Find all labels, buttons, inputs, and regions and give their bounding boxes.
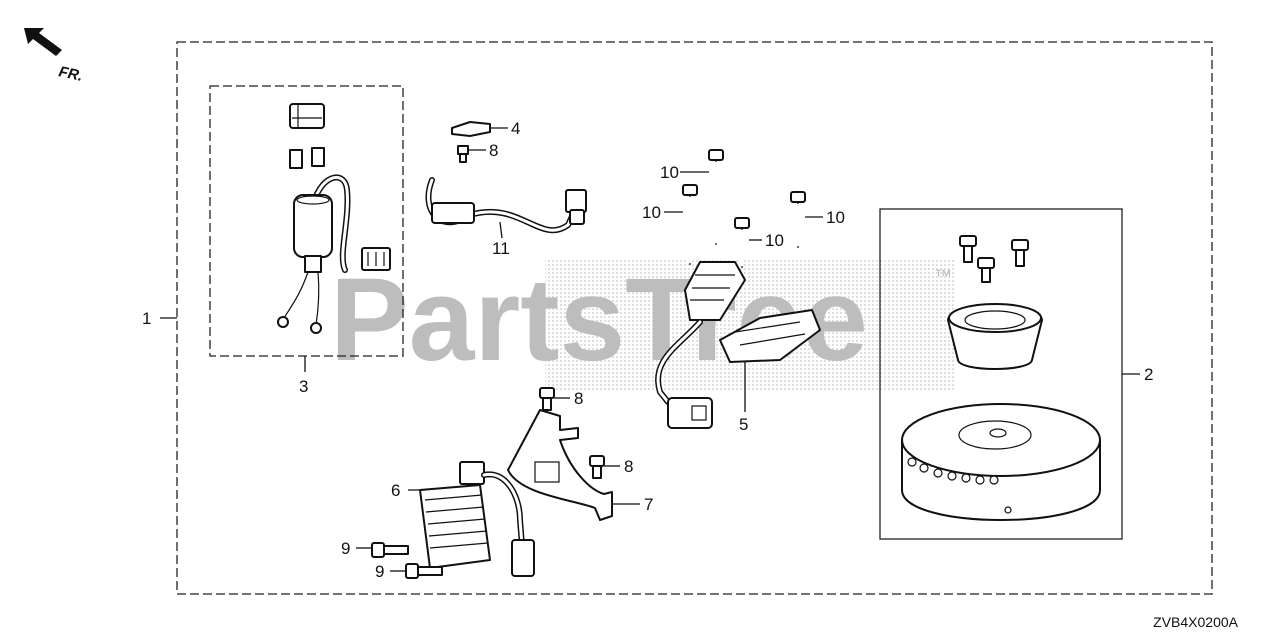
callout-9-upper: 9 xyxy=(341,539,350,558)
callout-1: 1 xyxy=(142,309,151,328)
clamp-4 xyxy=(451,121,491,137)
arrow-front-icon xyxy=(24,28,62,56)
callout-8-mid: 8 xyxy=(574,389,583,408)
diagram-code: ZVB4X0200A xyxy=(1153,614,1238,630)
callout-11: 11 xyxy=(492,239,510,258)
bolt-10-b xyxy=(682,184,698,265)
callout-10-a: 10 xyxy=(660,163,679,182)
callout-10-c: 10 xyxy=(765,231,784,250)
watermark-trademark: ™ xyxy=(934,266,952,286)
callout-4: 4 xyxy=(511,119,520,138)
callout-6: 6 xyxy=(391,481,400,500)
callout-9-lower: 9 xyxy=(375,562,384,581)
bolt-10-d xyxy=(790,191,806,248)
callout-2: 2 xyxy=(1144,365,1153,384)
fuse-cable-assembly-3 xyxy=(277,103,391,334)
callout-3: 3 xyxy=(299,377,308,396)
bolt-8-low xyxy=(589,455,605,479)
callout-8-low: 8 xyxy=(624,457,633,476)
callout-10-b: 10 xyxy=(642,203,661,222)
callout-7: 7 xyxy=(644,495,653,514)
stator-5 xyxy=(655,261,821,429)
watermark: PartsTree ™ xyxy=(330,254,955,390)
bolt-9-a xyxy=(371,542,409,558)
callout-5: 5 xyxy=(739,415,748,434)
regulator-6 xyxy=(419,461,535,577)
bolt-8-top xyxy=(457,145,469,163)
leader-lines xyxy=(160,127,1140,572)
bolt-8-mid xyxy=(539,387,555,411)
callout-labels: 1 2 3 4 5 6 7 8 8 8 9 9 10 10 10 10 11 xyxy=(142,119,1153,581)
callout-10-d: 10 xyxy=(826,208,845,227)
bolt-9-b xyxy=(405,563,443,579)
callout-8-top: 8 xyxy=(489,141,498,160)
cooling-fan-cup xyxy=(947,303,1043,370)
wire-harness-11 xyxy=(425,177,587,234)
flywheel-bolts xyxy=(959,235,1029,283)
flywheel-rotor xyxy=(901,403,1101,521)
flywheel-assembly-2 xyxy=(901,235,1101,521)
bolt-10-c xyxy=(734,217,750,268)
front-direction-indicator: FR. xyxy=(24,28,84,85)
bracket-7 xyxy=(507,409,613,521)
front-label: FR. xyxy=(57,63,84,85)
bolt-10-a xyxy=(708,149,724,245)
subassembly-3-boundary xyxy=(209,85,404,357)
